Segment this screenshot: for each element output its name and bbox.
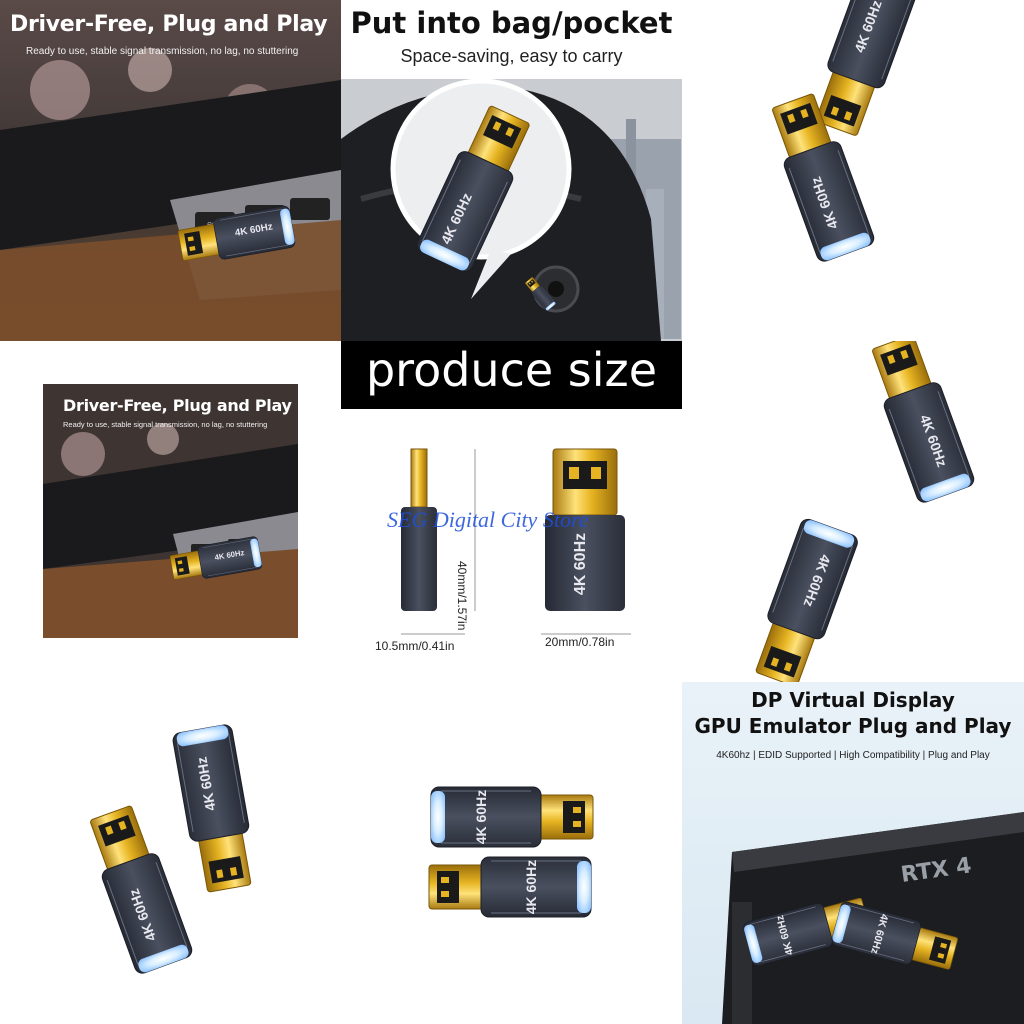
tile-product-size: produce size 4K 60Hz 40mm/1.57in 10.5mm/…: [341, 341, 682, 682]
tile9-title-line2: GPU Emulator Plug and Play: [694, 714, 1012, 738]
adapters-pair: 4K 60Hz 4K 60Hz: [81, 723, 260, 976]
watermark: SEG Digital City Store: [387, 507, 589, 532]
adapter-bag: 4K 60Hz: [414, 101, 538, 275]
tile2-subtitle: Space-saving, easy to carry: [400, 46, 623, 66]
adapters-pair: 4K 60Hz 4K 60Hz: [763, 0, 921, 264]
size-banner: [341, 341, 682, 409]
adapter-badge: 4K 60Hz: [523, 860, 539, 914]
adapter-badge: 4K 60Hz: [572, 533, 589, 595]
tile-bag-pocket: Put into bag/pocket Space-saving, easy t…: [341, 0, 682, 341]
size-banner-text: produce size: [365, 343, 657, 397]
tile9-features: 4K60hz | EDID Supported | High Compatibi…: [716, 750, 990, 761]
tile9-title-line1: DP Virtual Display: [751, 688, 955, 712]
gpu-scene: RTX 4 4K 60Hz 4K 60Hz: [722, 812, 1024, 1024]
size-front-width: 20mm/0.78in: [545, 635, 615, 649]
tile-driver-free-top: esc 4K 60Hz Driver-Free, Plug and Play R…: [0, 0, 341, 341]
tile-product-pair-3: 4K 60Hz 4K 60Hz: [0, 682, 341, 1024]
tile2-title: Put into bag/pocket: [350, 6, 673, 40]
tile1-title: Driver-Free, Plug and Play: [10, 12, 328, 37]
backpack-scene: 4K 60Hz: [341, 79, 682, 341]
laptop-scene: esc 4K 60Hz: [0, 0, 341, 341]
tile-product-pair-2: 4K 60Hz 4K 60Hz: [682, 341, 1024, 682]
tile-product-pair-1: 4K 60Hz 4K 60Hz: [682, 0, 1024, 341]
size-side-width: 10.5mm/0.41in: [375, 639, 455, 653]
adapter-badge: 4K 60Hz: [473, 790, 489, 844]
tile-dp-virtual-display: DP Virtual Display GPU Emulator Plug and…: [682, 682, 1024, 1024]
adapter-plugged: 4K 60Hz: [176, 204, 297, 267]
tile-driver-free-mid: esc 4K 60Hz Driver-Free, Plug and Play R…: [43, 384, 298, 638]
laptop-scene: esc 4K 60Hz: [43, 384, 298, 638]
tile4-title: Driver-Free, Plug and Play: [63, 396, 292, 415]
tile4-subtitle: Ready to use, stable signal transmission…: [63, 420, 268, 429]
size-diagram: 4K 60Hz: [401, 448, 631, 635]
tile1-subtitle: Ready to use, stable signal transmission…: [26, 46, 299, 57]
adapter-plugged: 4K 60Hz: [168, 535, 263, 585]
adapters-pair: 4K 60Hz 4K 60Hz: [428, 786, 594, 918]
tile-product-pair-4: 4K 60Hz 4K 60Hz: [341, 682, 682, 1024]
size-height-label: 40mm/1.57in: [455, 561, 469, 631]
adapters-pair: 4K 60Hz 4K 60Hz: [747, 341, 977, 682]
